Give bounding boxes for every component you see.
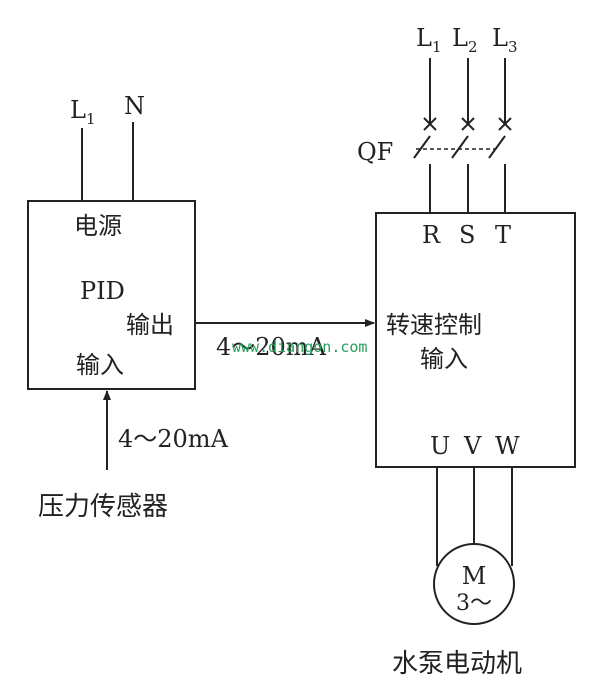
speed-control-label: 转速控制 bbox=[386, 311, 482, 339]
controller-pid-label: PID bbox=[80, 277, 125, 305]
terminal-u-label: U bbox=[430, 432, 450, 460]
motor-phase-label: 3～ bbox=[456, 591, 492, 616]
pid-controller: 电源 PID 输出 输入 bbox=[27, 200, 196, 390]
sensor-input: 4～20mA 压力传感器 bbox=[38, 390, 229, 522]
inverter: R S T 转速控制 输入 U V W bbox=[375, 212, 576, 468]
breaker-pole-2-cross bbox=[461, 117, 475, 131]
breaker-pole-3-contact bbox=[488, 135, 506, 159]
motor-caption: 水泵电动机 bbox=[392, 649, 522, 679]
terminal-w-label: W bbox=[495, 432, 520, 460]
pump-motor: M 3～ 水泵电动机 bbox=[392, 467, 522, 679]
supply-phase-3-label: L3 bbox=[492, 24, 517, 56]
inverter-input-label: 输入 bbox=[420, 345, 468, 373]
motor-letter: M bbox=[462, 562, 487, 590]
breaker-pole-1-cross bbox=[423, 117, 437, 131]
controller-input-label: 输入 bbox=[76, 351, 124, 379]
breaker-pole-1-contact bbox=[413, 135, 431, 159]
sensor-signal-label: 4～20mA bbox=[118, 425, 229, 453]
motor-symbol bbox=[433, 543, 515, 625]
controller-power-label: 电源 bbox=[74, 212, 122, 240]
breaker-pole-2-contact bbox=[451, 135, 469, 159]
breaker-pole-3-cross bbox=[498, 117, 512, 131]
supply-phase-1-label: L1 bbox=[416, 24, 441, 56]
control-signal: 4～20mA www.diangon.com bbox=[195, 319, 375, 361]
terminal-v-label: V bbox=[463, 432, 482, 460]
right-supply: L1 L2 L3 bbox=[416, 24, 517, 124]
breaker-label: QF bbox=[357, 138, 393, 166]
controller-output-label: 输出 bbox=[126, 311, 174, 339]
terminal-r-label: R bbox=[422, 221, 441, 249]
terminal-s-label: S bbox=[459, 221, 475, 249]
control-signal-label: 4～20mA bbox=[216, 333, 327, 361]
left-supply: L1 N bbox=[70, 92, 145, 201]
left-supply-phase-label: L1 bbox=[70, 96, 95, 128]
pid-controller-box bbox=[27, 200, 196, 390]
left-supply-neutral-label: N bbox=[124, 92, 145, 120]
pressure-sensor-label: 压力传感器 bbox=[38, 492, 168, 522]
watermark-text: www.diangon.com bbox=[232, 338, 367, 356]
supply-phase-2-label: L2 bbox=[452, 24, 477, 56]
terminal-t-label: T bbox=[495, 221, 511, 249]
inverter-box bbox=[375, 212, 576, 468]
circuit-breaker: QF bbox=[357, 117, 512, 213]
